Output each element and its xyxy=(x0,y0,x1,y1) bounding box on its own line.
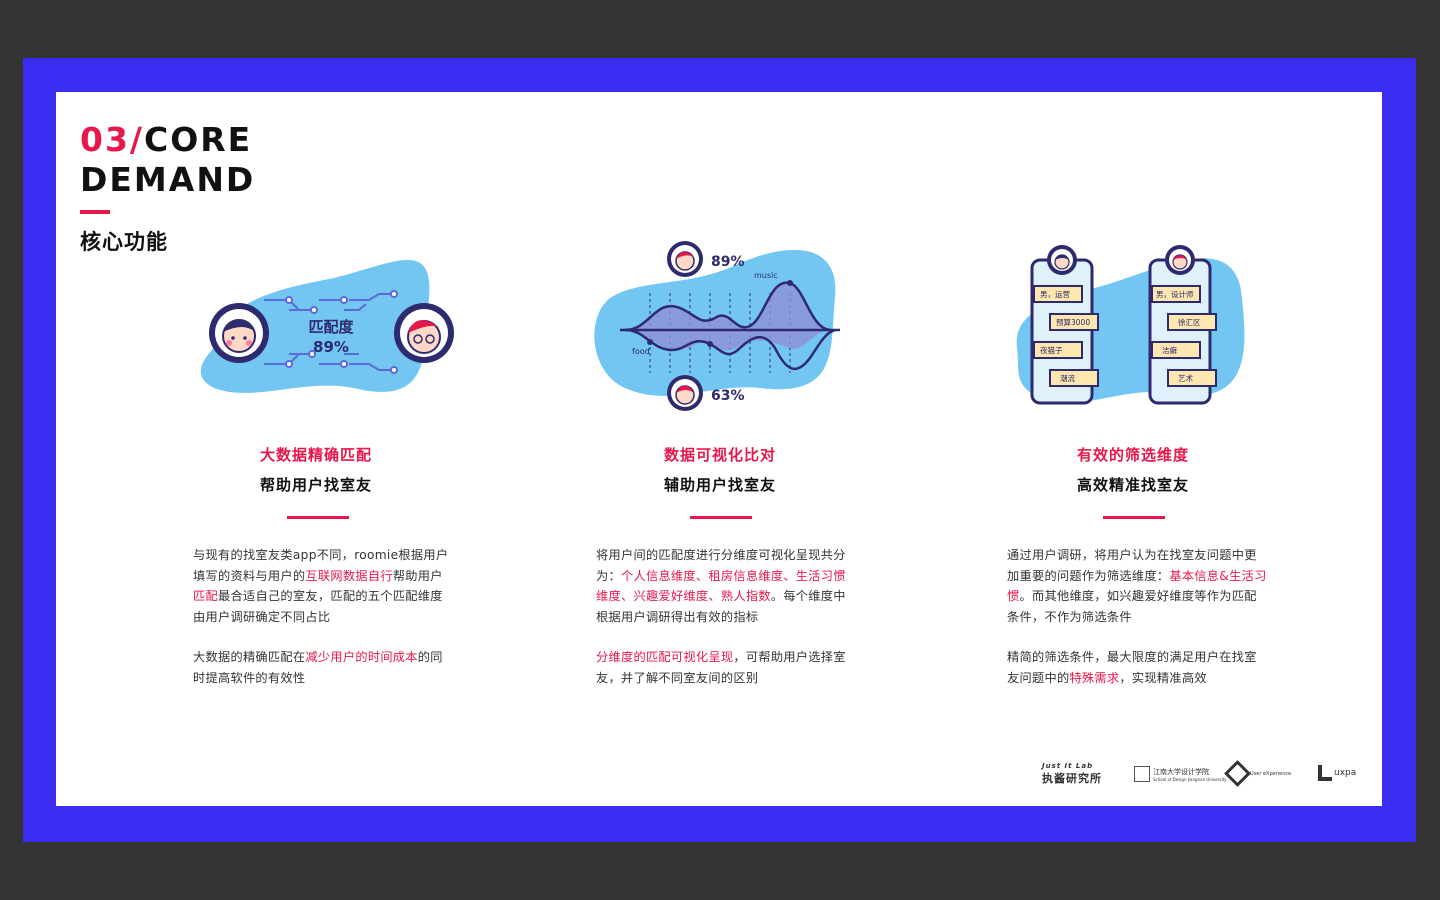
feature-description-2: 分维度的匹配可视化呈现，可帮助用户选择室友，并了解不同室友间的区别 xyxy=(596,647,858,688)
feature-subtitle: 高效精准找室友 xyxy=(1076,476,1189,494)
user-avatar-left-icon xyxy=(209,303,269,363)
feature-title: 数据可视化比对 xyxy=(663,446,776,464)
just-it-lab-logo: Just It Lab 执酱研究所 xyxy=(1042,762,1102,786)
uxpa-logo: uxpa xyxy=(1318,765,1356,781)
body-text: 。而其他维度，如兴趣爱好维度等作为匹配条件，不作为筛选条件 xyxy=(1007,589,1257,624)
feature-description-1: 通过用户调研，将用户认为在找室友问题中更加重要的问题作为筛选维度：基本信息&生活… xyxy=(1007,545,1269,627)
partner-logos: Just It Lab 执酱研究所 江南大学设计学院 School of Des… xyxy=(1036,758,1366,787)
highlighted-text: 个人信息维度、租房信息维度、生活习惯维度、兴趣爱好维度、熟人指数 xyxy=(596,568,846,604)
right-tag-4: 艺术 xyxy=(1178,373,1194,383)
matching-illustration: 匹配度 89% xyxy=(200,259,454,393)
body-text: 大数据的精确匹配在 xyxy=(193,650,306,664)
body-text: ，可帮助用户选择室友，并了解不同室友间的区别 xyxy=(596,650,846,685)
feature-title: 大数据精确匹配 xyxy=(259,446,372,464)
feature-description-1: 将用户间的匹配度进行分维度可视化呈现共分为：个人信息维度、租房信息维度、生活习惯… xyxy=(596,545,858,627)
feature-divider xyxy=(690,516,752,519)
user-avatar-right-phone-icon xyxy=(1165,245,1195,275)
school-emblem-icon xyxy=(1134,766,1150,782)
lab-logo-text-cn: 执酱研究所 xyxy=(1042,772,1102,785)
body-text: 。每个维度中根据用户调研得出有效的指标 xyxy=(596,589,846,624)
body-text: 的同时提高软件的有效性 xyxy=(193,650,443,685)
right-tag-2: 徐汇区 xyxy=(1178,317,1201,327)
user-avatar-top-icon xyxy=(667,241,703,277)
highlighted-text: 基本信息&生活习惯 xyxy=(1007,568,1267,604)
body-text: 与现有的找室友类app不同，roomie根据用户填写的资料与用户的 xyxy=(193,548,449,583)
ux-logo-text: User eXperience xyxy=(1250,770,1292,777)
body-text: 最合适自己的室友，匹配的五个匹配维度由用户调研确定不同占比 xyxy=(193,589,443,624)
feature-divider xyxy=(1103,516,1165,519)
body-text: ，实现精准高效 xyxy=(1119,670,1207,685)
music-label: music xyxy=(754,271,778,280)
user-avatar-left-phone-icon xyxy=(1047,245,1077,275)
body-text: 通过用户调研，将用户认为在找室友问题中更加重要的问题作为筛选维度： xyxy=(1007,548,1257,583)
section-subtitle: 核心功能 xyxy=(80,230,168,254)
feature-subtitle: 辅助用户找室友 xyxy=(663,476,776,494)
filtering-illustration: 男，运营 预算3000 夜猫子 潮流 男，设计师 徐汇区 洁癖 艺术 xyxy=(1016,245,1245,405)
highlighted-text: 特殊需求 xyxy=(1069,670,1120,685)
user-avatar-right-icon xyxy=(394,303,454,363)
title-accent-bar xyxy=(80,210,110,214)
section-title-core: CORE xyxy=(143,120,253,159)
user-experience-logo: User eXperience xyxy=(1224,760,1292,787)
feature-title: 有效的筛选维度 xyxy=(1076,446,1189,464)
lab-logo-text-en: Just It Lab xyxy=(1042,762,1094,770)
left-tag-3: 夜猫子 xyxy=(1040,345,1063,355)
bottom-match-percent: 63% xyxy=(711,388,745,404)
left-tag-2: 预算3000 xyxy=(1056,317,1090,327)
body-text: 帮助用户 xyxy=(392,568,443,583)
highlighted-text: 互联网数据自行 xyxy=(305,568,393,583)
user-avatar-bottom-icon xyxy=(667,375,703,411)
feature-divider xyxy=(287,516,349,519)
feature-description-2: 大数据的精确匹配在减少用户的时间成本的同时提高软件的有效性 xyxy=(193,647,455,688)
section-header: 03/CORE DEMAND 核心功能 xyxy=(80,120,255,256)
visualization-illustration: music food 89% 63% xyxy=(594,241,840,411)
right-tag-3: 洁癖 xyxy=(1162,345,1178,355)
uxpa-logo-text: uxpa xyxy=(1334,768,1357,778)
food-label: food xyxy=(632,347,650,356)
highlighted-text: 减少用户的时间成本 xyxy=(305,650,418,664)
body-text: 精简的筛选条件，最大限度的满足用户在找室友问题中的 xyxy=(1007,650,1257,685)
feature-description-1: 与现有的找室友类app不同，roomie根据用户填写的资料与用户的互联网数据自行… xyxy=(193,545,455,627)
left-tag-1: 男，运营 xyxy=(1040,289,1070,299)
feature-description-2: 精简的筛选条件，最大限度的满足用户在找室友问题中的特殊需求，实现精准高效 xyxy=(1007,647,1269,688)
top-match-percent: 89% xyxy=(711,254,745,270)
ux-diamond-icon xyxy=(1224,760,1251,787)
highlighted-text: 匹配 xyxy=(193,589,218,603)
right-tag-1: 男，设计师 xyxy=(1156,289,1194,299)
feature-subtitle: 帮助用户找室友 xyxy=(259,476,372,494)
left-tag-4: 潮流 xyxy=(1060,373,1076,383)
section-title-line-1: 03/CORE xyxy=(80,120,255,160)
match-percent: 89% xyxy=(313,338,349,356)
highlighted-text: 分维度的匹配可视化呈现 xyxy=(596,650,734,664)
school-logo-text-en: School of Design Jiangnan University xyxy=(1153,776,1227,782)
jiangnan-design-logo: 江南大学设计学院 School of Design Jiangnan Unive… xyxy=(1134,766,1227,782)
uxpa-mark-icon xyxy=(1318,765,1332,781)
section-title-line-2: DEMAND xyxy=(80,160,256,199)
school-logo-text-cn: 江南大学设计学院 xyxy=(1153,767,1209,776)
section-number: 03/ xyxy=(80,120,144,159)
slide: 03/CORE DEMAND 核心功能 xyxy=(56,92,1382,806)
body-text: 将用户间的匹配度进行分维度可视化呈现共分为： xyxy=(596,548,846,583)
match-label: 匹配度 xyxy=(308,318,354,336)
